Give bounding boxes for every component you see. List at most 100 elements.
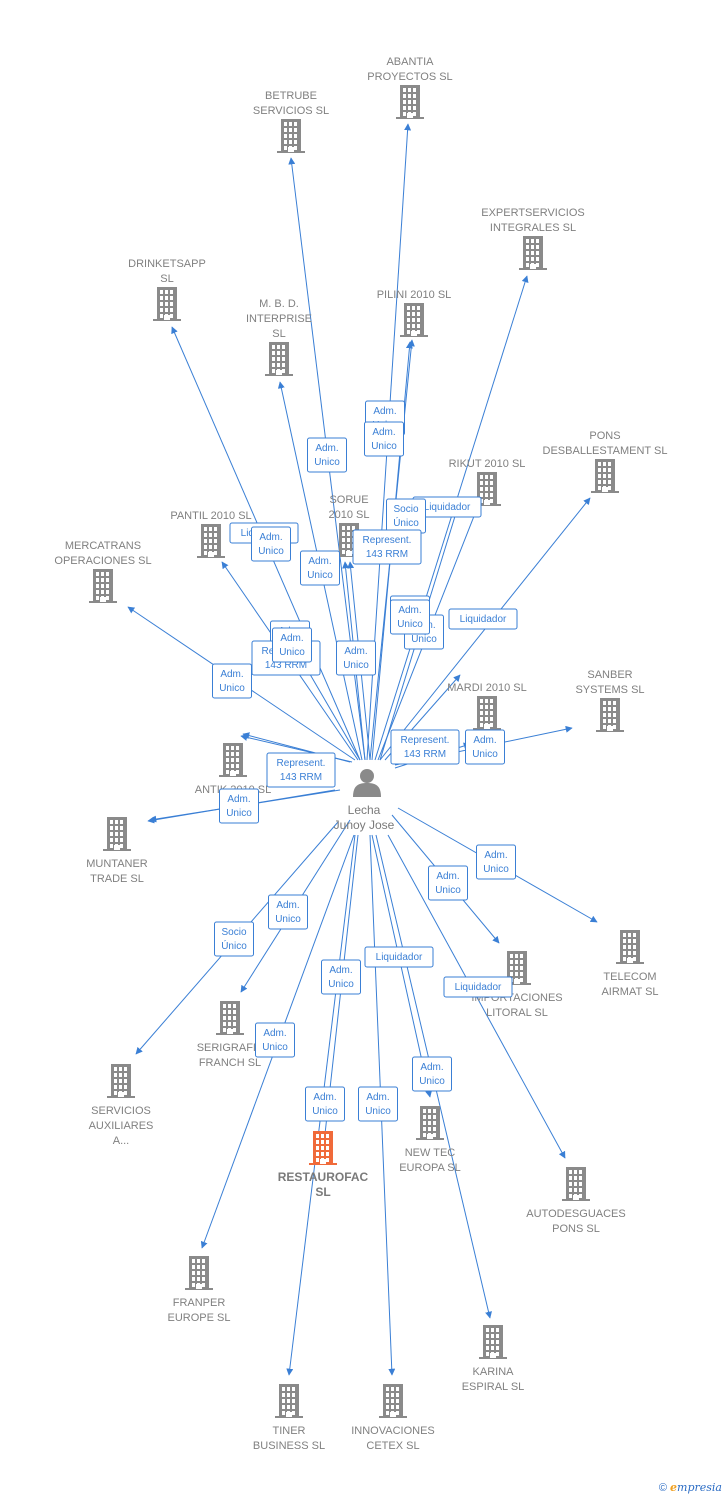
edge-labels-layer: Adm.UnicoAdm.UnicoLiquidadorLiquidadorAd… bbox=[212, 400, 518, 1122]
edge-label-box bbox=[448, 608, 518, 630]
company-node-mardi[interactable]: MARDI 2010 SL bbox=[447, 682, 527, 730]
edge-label-box bbox=[465, 729, 505, 765]
company-label-line: EXPERTSERVICIOS bbox=[481, 207, 585, 219]
company-label-line: TRADE SL bbox=[90, 873, 144, 885]
edge-label-box bbox=[364, 421, 404, 457]
building-icon bbox=[185, 1256, 213, 1290]
company-label-line: AIRMAT SL bbox=[601, 986, 658, 998]
edge-label-sorue[interactable]: Represent.143 RRM bbox=[352, 529, 422, 565]
edge-label-innovaciones[interactable]: Adm.Unico bbox=[358, 1086, 398, 1122]
company-label-line: EUROPA SL bbox=[399, 1162, 461, 1174]
building-icon bbox=[591, 459, 619, 493]
edge-label-text: Adm. bbox=[259, 532, 282, 543]
edge-label-text: Unico bbox=[307, 570, 333, 581]
edge-label-karina[interactable]: Adm.Unico bbox=[412, 1056, 452, 1092]
brand-logo[interactable]: empresia bbox=[670, 1481, 722, 1494]
company-label-line: BUSINESS SL bbox=[253, 1440, 325, 1452]
edge-label-mardi[interactable]: Represent.143 RRM bbox=[390, 729, 460, 765]
edge-label-sorue[interactable]: Adm.Unico bbox=[336, 640, 376, 676]
edge-label-rikut[interactable]: Adm.Unico bbox=[390, 599, 430, 635]
edge-label-mercatrans[interactable]: Adm.Unico bbox=[212, 663, 252, 699]
company-label-line: INTEGRALES SL bbox=[490, 222, 576, 234]
edge-label-importaciones[interactable]: Adm.Unico bbox=[428, 865, 468, 901]
edge-label-antik[interactable]: Adm.Unico bbox=[272, 627, 312, 663]
edge-label-text: 143 RRM bbox=[404, 749, 446, 760]
edge-label-tiner[interactable]: Adm.Unico bbox=[305, 1086, 345, 1122]
company-label-line: 2010 SL bbox=[329, 509, 370, 521]
edge-label-text: Unico bbox=[411, 634, 437, 645]
person-icon bbox=[353, 769, 381, 797]
edge-label-newtec[interactable]: Liquidador bbox=[364, 946, 434, 968]
company-node-pilini[interactable]: PILINI 2010 SL bbox=[377, 289, 452, 337]
edge-label-text: Adm. bbox=[308, 556, 331, 567]
edge-label-text: Liquidador bbox=[376, 952, 423, 963]
company-label-line: SERVICIOS SL bbox=[253, 105, 329, 117]
edge-label-box bbox=[266, 752, 336, 788]
edge-label-muntaner[interactable]: Adm.Unico bbox=[219, 788, 259, 824]
company-label-line: RESTAUROFAC bbox=[278, 1170, 369, 1184]
building-icon bbox=[596, 698, 624, 732]
building-icon bbox=[107, 1064, 135, 1098]
edge-label-text: Único bbox=[221, 939, 247, 952]
company-node-expertservicios[interactable]: EXPERTSERVICIOS INTEGRALES SL bbox=[481, 207, 585, 270]
edge-label-betrube[interactable]: Adm.Unico bbox=[307, 437, 347, 473]
company-label-line: PONS bbox=[589, 430, 620, 442]
edge-label-sanber[interactable]: Adm.Unico bbox=[465, 729, 505, 765]
company-node-pantil[interactable]: PANTIL 2010 SL bbox=[170, 510, 252, 558]
edge-label-text: Liquidador bbox=[460, 614, 507, 625]
company-node-antik[interactable]: ANTIK 2010 SL bbox=[195, 743, 271, 796]
edge-label-restaurofac[interactable]: Adm.Unico bbox=[321, 959, 361, 995]
person-node[interactable]: Lecha Junoy Jose bbox=[334, 769, 395, 832]
edge-label-text: Unico bbox=[371, 441, 397, 452]
edge-label-text: Adm. bbox=[276, 900, 299, 911]
edge-label-muntaner[interactable]: Represent.143 RRM bbox=[266, 752, 336, 788]
edge-label-box bbox=[352, 529, 422, 565]
edge-label-expertservicios[interactable]: Liquidador bbox=[412, 496, 482, 518]
edge-label-box bbox=[321, 959, 361, 995]
company-label-line: ESPIRAL SL bbox=[462, 1381, 525, 1393]
company-label-line: MARDI 2010 SL bbox=[447, 682, 526, 694]
person-name-line1: Lecha bbox=[348, 803, 381, 817]
edge-label-text: Unico bbox=[365, 1106, 391, 1117]
edge-label-pilini[interactable]: Adm.Unico bbox=[364, 421, 404, 457]
company-node-rikut[interactable]: RIKUT 2010 SL bbox=[449, 458, 526, 506]
building-icon bbox=[89, 569, 117, 603]
edge-label-pons-desb[interactable]: Liquidador bbox=[448, 608, 518, 630]
edge-label-box bbox=[443, 976, 513, 998]
edge-label-pantil[interactable]: Adm.Unico bbox=[251, 526, 291, 562]
edge-label-text: 143 RRM bbox=[366, 549, 408, 560]
edge-label-autodesguaces[interactable]: Liquidador bbox=[443, 976, 513, 998]
company-label-line: AUXILIARES bbox=[89, 1120, 154, 1132]
edge-label-telecom[interactable]: Adm.Unico bbox=[476, 844, 516, 880]
edge-label-box bbox=[272, 627, 312, 663]
edge-label-serigrafia[interactable]: Adm.Unico bbox=[268, 894, 308, 930]
company-label-line: FRANCH SL bbox=[199, 1057, 261, 1069]
company-node-servicios-aux[interactable]: SERVICIOSAUXILIARESA... bbox=[89, 1064, 154, 1147]
building-icon bbox=[519, 236, 547, 270]
company-label-line: OPERACIONES SL bbox=[54, 555, 151, 567]
company-label-line: EUROPE SL bbox=[168, 1312, 231, 1324]
edge-label-franper[interactable]: Adm.Unico bbox=[255, 1022, 295, 1058]
edge-label-mbd[interactable]: Adm. Unico bbox=[300, 550, 340, 586]
edge-label-text: Unico bbox=[312, 1106, 338, 1117]
